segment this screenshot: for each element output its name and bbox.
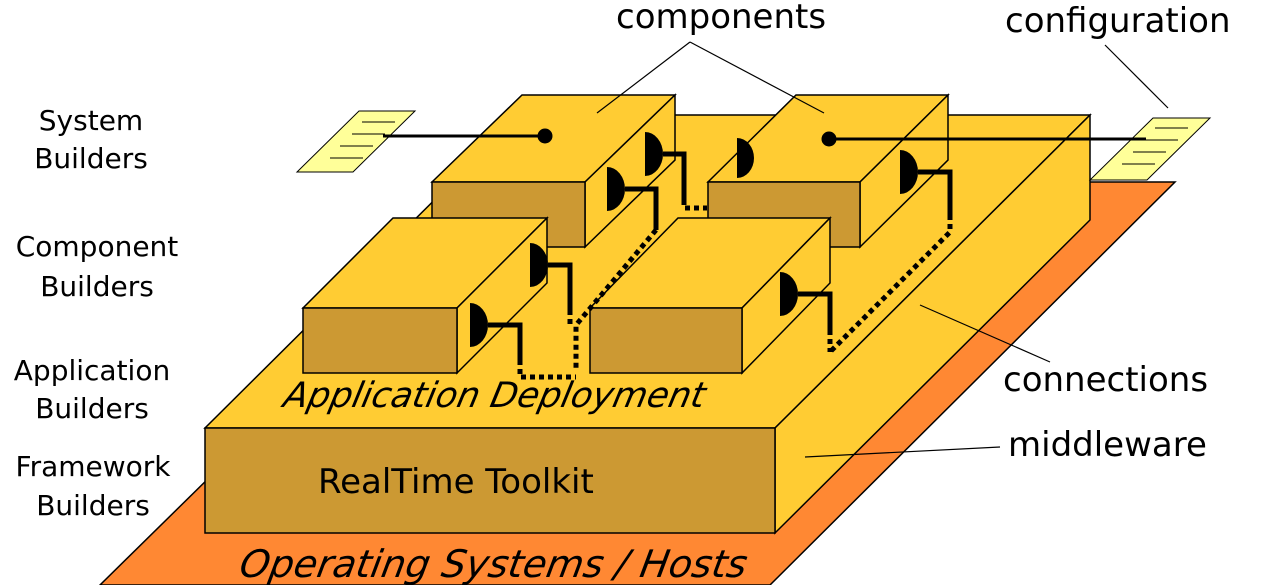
port-icon xyxy=(645,132,663,176)
connections xyxy=(517,200,953,380)
connections-callout: connections xyxy=(1003,360,1208,400)
port-icon xyxy=(607,167,625,211)
role-component-line2: Builders xyxy=(40,270,154,303)
port-icon xyxy=(900,150,918,194)
role-labels: System Builders Component Builders Appli… xyxy=(14,104,179,522)
role-application-line2: Builders xyxy=(35,392,149,425)
configuration-callout: configuration xyxy=(1005,1,1231,41)
port-stubs xyxy=(488,151,953,360)
role-application-line1: Application xyxy=(14,354,170,387)
role-framework-line2: Builders xyxy=(36,489,150,522)
toolkit-front xyxy=(204,427,776,534)
port-icon xyxy=(737,138,754,178)
toolkit-label: RealTime Toolkit xyxy=(318,462,594,502)
config-note-right xyxy=(1088,117,1212,181)
port-icon xyxy=(470,303,488,347)
role-system-line1: System xyxy=(39,104,143,137)
role-component-line1: Component xyxy=(16,230,179,263)
callout-lines xyxy=(596,41,1169,458)
ports xyxy=(470,132,918,347)
port-icon xyxy=(530,243,548,287)
role-framework-line1: Framework xyxy=(16,450,172,483)
port-icon xyxy=(780,272,798,316)
components-callout: components xyxy=(616,0,826,37)
os-layer-label: Operating Systems / Hosts xyxy=(236,542,751,585)
deployment-label: Application Deployment xyxy=(278,375,710,416)
config-note-left xyxy=(295,110,417,173)
config-links xyxy=(383,128,1146,147)
middleware-callout: middleware xyxy=(1008,425,1207,465)
role-system-line2: Builders xyxy=(34,142,148,175)
